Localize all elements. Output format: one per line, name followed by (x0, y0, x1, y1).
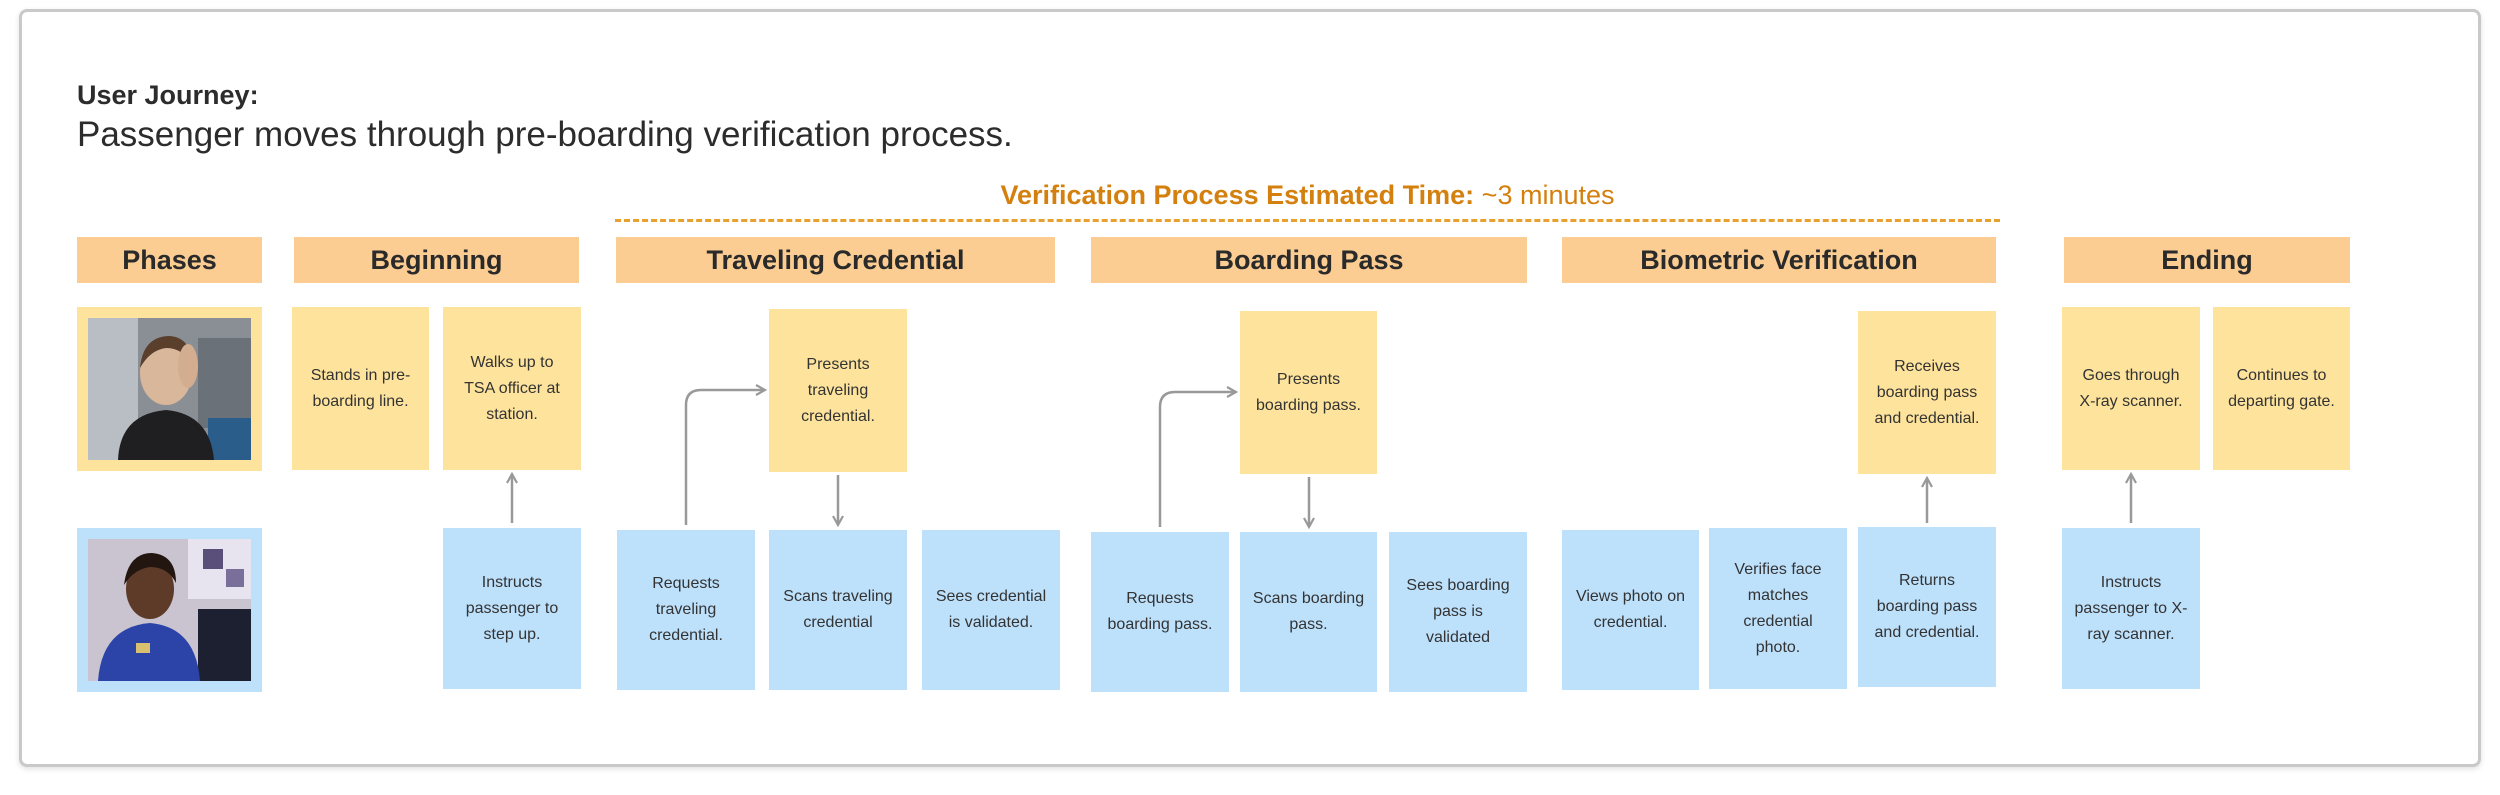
card-stands-in-line: Stands in pre-boarding line. (292, 307, 429, 470)
arrow-requests-to-presents-pass (1158, 392, 1236, 527)
card-instructs-step-up: Instructs passenger to step up. (443, 528, 581, 689)
card-requests-credential: Requests traveling credential. (617, 530, 755, 690)
phase-header-traveling-credential: Traveling Credential (616, 237, 1055, 283)
card-goes-through-xray: Goes through X-ray scanner. (2062, 307, 2200, 470)
card-views-photo: Views photo on credential. (1562, 530, 1699, 690)
estimate-span-line (615, 219, 2000, 222)
card-sees-pass-validated: Sees boarding pass is validated (1389, 532, 1527, 692)
card-returns-documents: Returns boarding pass and credential. (1858, 527, 1996, 687)
card-instructs-xray: Instructs passenger to X-ray scanner. (2062, 528, 2200, 689)
card-continues-to-gate: Continues to departing gate. (2213, 307, 2350, 470)
officer-photo (88, 539, 251, 681)
estimated-time-value: ~3 minutes (1474, 180, 1615, 210)
estimated-time-label: Verification Process Estimated Time: (1000, 180, 1475, 210)
phase-header-beginning: Beginning (294, 237, 579, 283)
card-walks-up: Walks up to TSA officer at station. (443, 307, 581, 470)
phase-header-ending: Ending (2064, 237, 2350, 283)
card-scans-credential: Scans traveling credential (769, 530, 907, 690)
phase-header-boarding-pass: Boarding Pass (1091, 237, 1527, 283)
passenger-photo (88, 318, 251, 460)
phase-header-biometric-verification: Biometric Verification (1562, 237, 1996, 283)
card-presents-boarding-pass: Presents boarding pass. (1240, 311, 1377, 474)
phase-header-phases: Phases (77, 237, 262, 283)
officer-photo-frame (77, 528, 262, 692)
journey-title-label: User Journey: (77, 80, 259, 110)
card-sees-credential-validated: Sees credential is validated. (922, 530, 1060, 690)
card-presents-credential: Presents traveling credential. (769, 309, 907, 472)
estimated-time: Verification Process Estimated Time: ~3 … (615, 180, 2000, 211)
card-verifies-face: Verifies face matches credential photo. (1709, 528, 1847, 689)
arrow-requests-to-presents-credential (684, 390, 765, 525)
card-scans-boarding-pass: Scans boarding pass. (1240, 532, 1377, 692)
card-requests-boarding-pass: Requests boarding pass. (1091, 532, 1229, 692)
card-receives-documents: Receives boarding pass and credential. (1858, 311, 1996, 474)
journey-title-text: Passenger moves through pre-boarding ver… (77, 115, 1013, 154)
passenger-photo-frame (77, 307, 262, 471)
